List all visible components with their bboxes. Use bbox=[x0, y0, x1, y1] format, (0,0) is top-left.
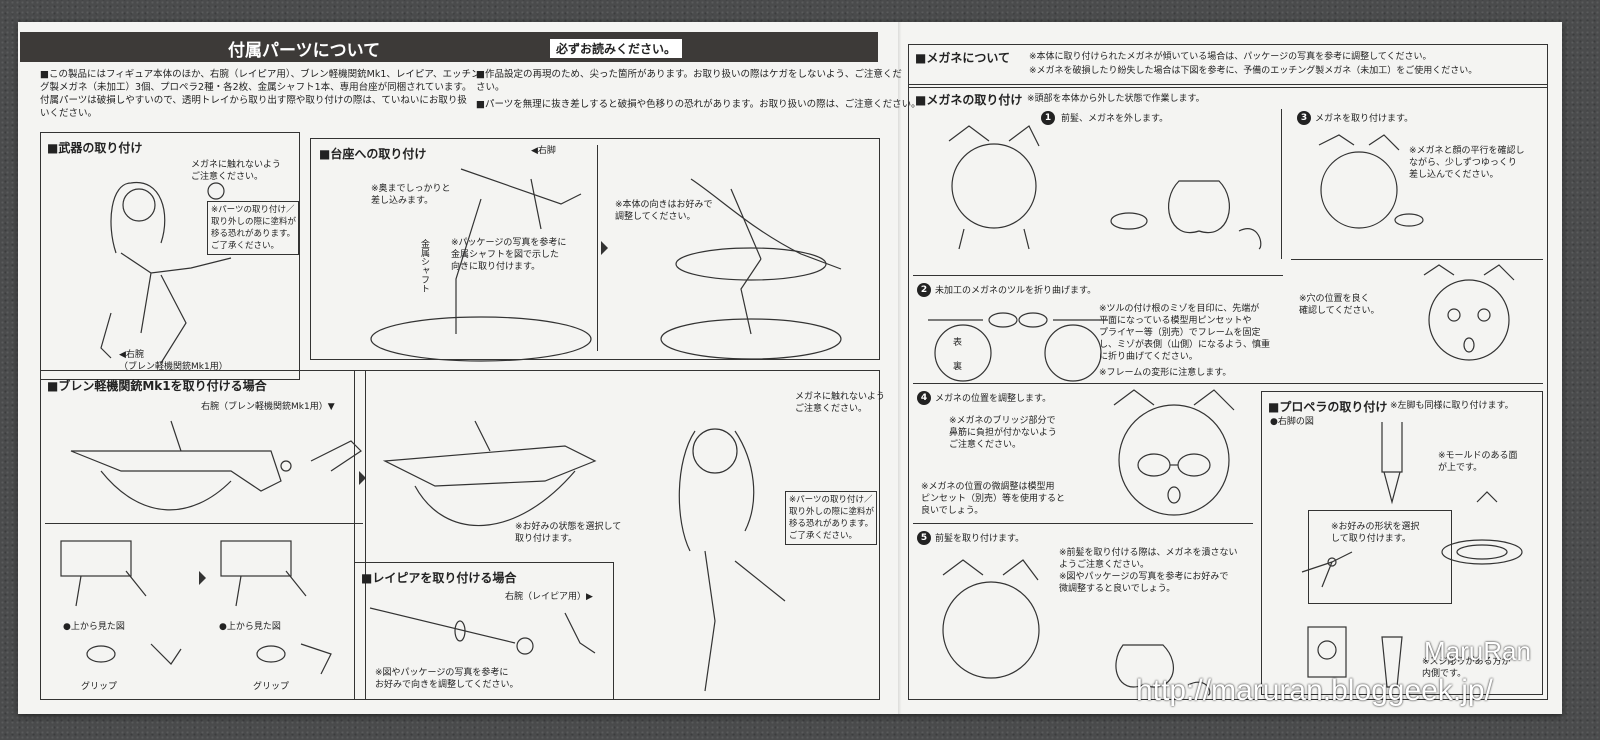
parts-header-title: 付属パーツについて bbox=[228, 36, 380, 61]
rapier-note-line: ※図やパッケージの写真を参考に bbox=[375, 667, 508, 679]
base-divider bbox=[597, 145, 598, 351]
step-4-note-line: 鼻筋に負担が付かないよう bbox=[949, 427, 1057, 439]
girl-rapier-illustration bbox=[645, 401, 795, 691]
instruction-sheet: 付属パーツについて 必ずお読みください。 ■この製品にはフィギュア本体のほか、右… bbox=[18, 22, 1562, 714]
step-divider bbox=[913, 523, 1253, 524]
state-note-line: 取り付けます。 bbox=[515, 533, 577, 545]
watermark-url[interactable]: http://maruran.bloggeek.jp/ bbox=[1136, 674, 1493, 708]
step-divider bbox=[913, 383, 1543, 384]
step-4-note-line: ご注意ください。 bbox=[949, 439, 1021, 451]
step-3-note-line: 差し込んでください。 bbox=[1409, 169, 1499, 181]
glasses-caution-line: ご注意ください。 bbox=[795, 403, 867, 415]
hole-check-illustration bbox=[1409, 265, 1529, 375]
step-2-text: 未加工のメガネのツルを折り曲げます。 bbox=[935, 285, 1096, 297]
paint-note-line: 取り外しの際に塗料が bbox=[789, 506, 874, 518]
back-label: 裏 bbox=[953, 361, 962, 373]
bren-divider bbox=[45, 523, 363, 524]
step-2-note-line: し、ミゾが表側（山側）になるよう、慎重 bbox=[1099, 339, 1270, 351]
remove-glasses-illustration bbox=[919, 121, 1269, 251]
grip-label-2: グリップ bbox=[253, 681, 289, 693]
attach-glasses-illustration bbox=[1299, 135, 1419, 245]
step-4-note2-line: ※メガネの位置の微調整は模型用 bbox=[921, 481, 1055, 493]
glasses-attach-title: ■メガネの取り付け bbox=[915, 91, 1022, 108]
hole-note-line: ※穴の位置を良く bbox=[1299, 293, 1370, 305]
right-leg-label: ◀右脚 bbox=[531, 145, 556, 157]
rapier-arm-label: 右腕（レイピア用）▶ bbox=[505, 591, 593, 603]
bend-glasses-illustration bbox=[923, 305, 1113, 385]
intro-right-line: ■作品設定の再現のため、尖った箇所があります。お取り扱いの際はケガをしないよう、… bbox=[476, 68, 902, 81]
glasses-info-line: ※メガネを破損したり紛失した場合は下図を参考に、予備のエッチング製メガネ（未加工… bbox=[1029, 65, 1477, 77]
bren-title: ■ブレン軽機関銃Mk1を取り付ける場合 bbox=[47, 377, 267, 394]
glasses-caution-line: メガネに触れないよう bbox=[795, 391, 885, 403]
step-4-note2-line: ピンセット（別売）等を使用すると bbox=[921, 493, 1065, 505]
step-2-note-line: ※ツルの付け根のミゾを目印に、先端が bbox=[1099, 303, 1259, 315]
step-2-note-line: 平面になっている模型用ピンセットや bbox=[1099, 315, 1252, 327]
glasses-info-section: ■メガネについて ※本体に取り付けられたメガネが傾いている場合は、パッケージの写… bbox=[908, 44, 1548, 88]
intro-right-line: さい。 bbox=[476, 81, 505, 94]
step-5-text: 前髪を取り付けます。 bbox=[935, 533, 1024, 545]
intro-left-line: 付属パーツは破損しやすいので、透明トレイから取り出す際や取り付けの際は、ていねい… bbox=[40, 94, 467, 107]
step-2-note-line: プライヤー等（別売）でフレームを固定 bbox=[1099, 327, 1260, 339]
step-3-badge: 3 bbox=[1297, 111, 1311, 125]
step-divider bbox=[1291, 259, 1543, 260]
bren-section: ■ブレン軽機関銃Mk1を取り付ける場合 右腕（ブレン軽機関銃Mk1用）▼ ●上か… bbox=[40, 370, 366, 700]
adjust-glasses-illustration bbox=[1099, 385, 1249, 525]
step-5-badge: 5 bbox=[917, 531, 931, 545]
paint-note-line: ご了承ください。 bbox=[789, 530, 857, 542]
top-view-label-1: ●上から見た図 bbox=[63, 621, 125, 633]
base-section: ■台座への取り付け ◀右脚 ※奥までしっかりと 差し込みます。 金属シャフト ※… bbox=[310, 138, 880, 360]
intro-left-line: ■この製品にはフィギュア本体のほか、右腕（レイピア用）、ブレン軽機関銃Mk1、レ… bbox=[40, 68, 480, 81]
glasses-attach-section: ■メガネの取り付け ※頭部を本体から外した状態で作業します。 1 前髪、メガネを… bbox=[908, 84, 1548, 700]
step-3-note-line: ※メガネと顔の平行を確認し bbox=[1409, 145, 1525, 157]
step-4-note-line: ※メガネのブリッジ部分で bbox=[949, 415, 1056, 427]
step-divider bbox=[913, 275, 1283, 276]
girl-with-arm-illustration bbox=[91, 163, 251, 363]
step-arrow bbox=[601, 241, 608, 255]
front-label: 表 bbox=[953, 337, 962, 349]
page-fold bbox=[898, 22, 904, 714]
grip-top-view-illustration bbox=[81, 639, 361, 679]
glasses-info-line: ※本体に取り付けられたメガネが傾いている場合は、パッケージの写真を参考に調整して… bbox=[1029, 51, 1432, 63]
glasses-info-title: ■メガネについて bbox=[915, 49, 1010, 66]
rapier-illustration bbox=[365, 603, 605, 663]
weapon-title: ■武器の取り付け bbox=[47, 139, 142, 156]
watermark-name: MaruRan bbox=[1424, 636, 1531, 667]
propeller-title-note: ※左脚も同様に取り付けます。 bbox=[1390, 400, 1514, 412]
step-4-badge: 4 bbox=[917, 391, 931, 405]
step-2-badge: 2 bbox=[917, 283, 931, 297]
base-shaft-illustration bbox=[331, 159, 601, 349]
rapier-section: ■レイピアを取り付ける場合 右腕（レイピア用）▶ ※図やパッケージの写真を参考に… bbox=[354, 562, 614, 700]
step-3-text: メガネを取り付けます。 bbox=[1315, 113, 1413, 125]
state-note-line: ※お好みの状態を選択して bbox=[515, 521, 621, 533]
intro-left-line: グ製メガネ（未加工）3個、プロペラ2種・各2枚、金属シャフト1本、専用台座が同梱… bbox=[40, 81, 471, 94]
arm-label-line: ◀右腕 bbox=[119, 349, 144, 361]
step-arrow bbox=[199, 571, 206, 585]
step-4-note2-line: 良いでしょう。 bbox=[921, 505, 983, 517]
grip-label-1: グリップ bbox=[81, 681, 117, 693]
intro-left-line: いください。 bbox=[40, 107, 97, 120]
top-view-label-2: ●上から見た図 bbox=[219, 621, 281, 633]
hole-note-line: 確認してください。 bbox=[1299, 305, 1379, 317]
paint-note-line: ※パーツの取り付け／ bbox=[789, 494, 872, 506]
intro-right-line: ■パーツを無理に抜き差しすると破損や色移りの恐れがあります。お取り扱いの際は、ご… bbox=[476, 98, 921, 111]
mounted-figure-illustration bbox=[631, 159, 871, 354]
step-3-note-line: ながら、少しずつゆっくり bbox=[1409, 157, 1517, 169]
rapier-title: ■レイピアを取り付ける場合 bbox=[361, 569, 516, 586]
paint-note-line: 移る恐れがあります。 bbox=[789, 518, 873, 530]
bren-assembled-illustration bbox=[375, 391, 615, 541]
weapon-section: ■武器の取り付け メガネに触れないよう ご注意ください。 ※パーツの取り付け／ … bbox=[40, 132, 300, 380]
bren-gun-illustration bbox=[61, 411, 361, 521]
step-4-text: メガネの位置を調整します。 bbox=[935, 393, 1051, 405]
frame-note: ※フレームの変形に注意します。 bbox=[1099, 367, 1231, 379]
grip-detail-illustration bbox=[51, 531, 361, 611]
must-read-badge: 必ずお読みください。 bbox=[548, 37, 684, 60]
rapier-note-line: お好みで向きを調整してください。 bbox=[375, 679, 518, 691]
glasses-attach-subtitle: ※頭部を本体から外した状態で作業します。 bbox=[1027, 93, 1205, 105]
step-2-note-line: に折り曲げてください。 bbox=[1099, 351, 1198, 363]
paint-note-box: ※パーツの取り付け／ 取り外しの際に塗料が 移る恐れがあります。 ご了承ください… bbox=[785, 491, 877, 545]
step-arrow bbox=[359, 471, 366, 485]
step-divider bbox=[1281, 109, 1282, 259]
parts-header-bar: 付属パーツについて 必ずお読みください。 bbox=[20, 32, 878, 62]
